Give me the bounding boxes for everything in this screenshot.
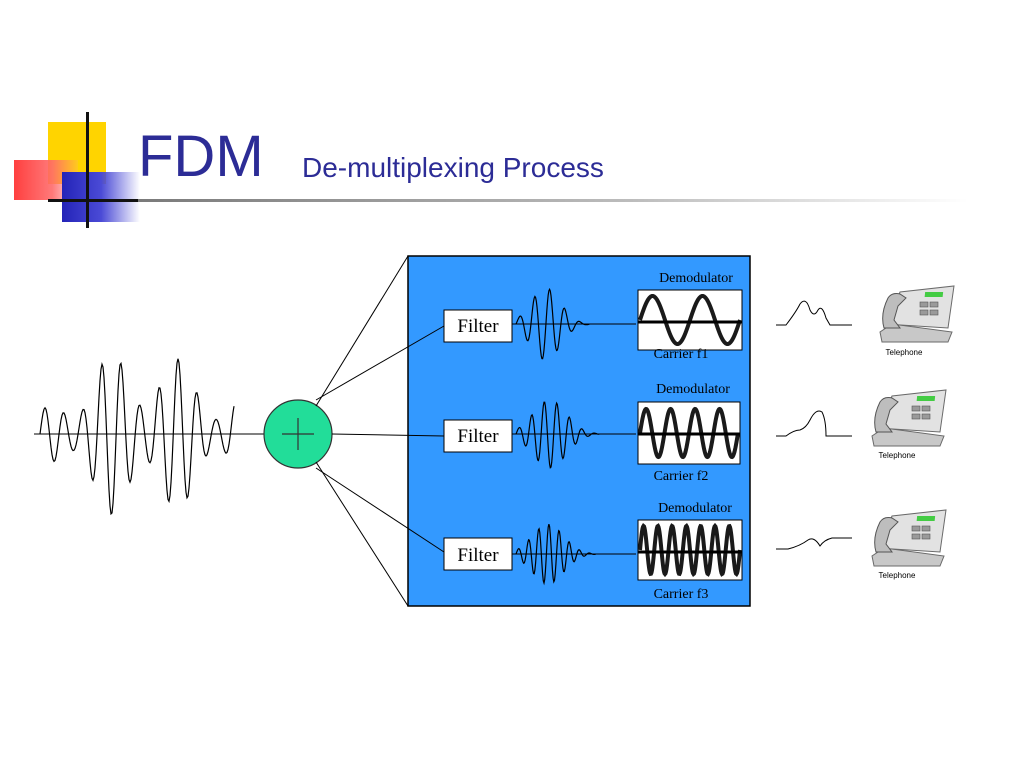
page-title: FDM (138, 124, 264, 189)
telephone-label-1: Telephone (886, 348, 923, 357)
filter-label-2: Filter (457, 426, 499, 447)
output-signal-3 (776, 537, 852, 550)
page-subtitle: De-multiplexing Process (302, 152, 604, 183)
filter-label-1: Filter (457, 316, 499, 337)
title-underline (138, 199, 968, 202)
slide-logo (0, 0, 160, 240)
filter-box-2 (443, 419, 513, 453)
filter-box-1 (443, 309, 513, 343)
demodulator-label-1: Demodulator (659, 271, 733, 286)
channel-2: Filter Demodulator Carrier f2 (443, 382, 741, 484)
carrier-label-2: Carrier f2 (654, 469, 709, 484)
filter-box-3 (443, 537, 513, 571)
demodulator-label-3: Demodulator (658, 501, 732, 516)
telephone-icon: Telephone (871, 509, 947, 580)
carrier-label-1: Carrier f1 (654, 347, 709, 362)
logo-vertical-line (86, 112, 89, 228)
telephone-label-2: Telephone (879, 451, 916, 460)
telephone-label-3: Telephone (879, 571, 916, 580)
output-signal-2 (776, 410, 852, 437)
telephone-icon: Telephone (879, 285, 955, 357)
filter-label-3: Filter (457, 545, 499, 566)
carrier-label-3: Carrier f3 (654, 587, 709, 602)
channel-3: Filter Demodulator Carrier f3 (443, 501, 743, 602)
logo-blue-square (62, 172, 140, 222)
channel-1: Filter Demodulator Carrier f1 (443, 271, 743, 362)
telephone-icon: Telephone (871, 389, 947, 460)
demodulator-label-2: Demodulator (656, 382, 730, 397)
logo-horizontal-line (48, 199, 140, 202)
composite-signal (34, 358, 238, 516)
plus-circle-icon (263, 399, 333, 469)
output-signal-1 (776, 300, 852, 326)
